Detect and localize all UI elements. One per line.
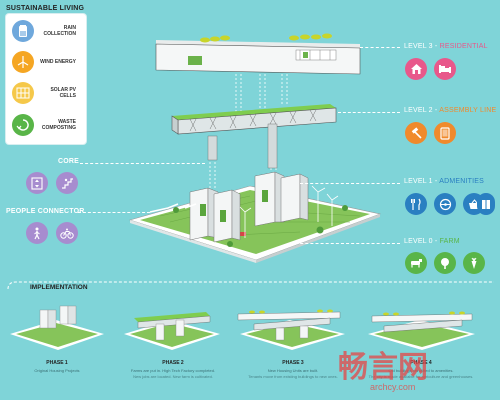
watermark-url: archcy.com [370,382,416,392]
phase-4-caption-2: The city is made available for agricultu… [368,374,474,379]
stairs-icon [56,172,78,194]
core-shaft [207,135,218,161]
level-name: RESIDENTIAL [439,43,488,50]
rain-collection-icon [12,20,34,42]
implementation-title: IMPLEMENTATION [30,284,88,291]
bed-icon [434,58,456,80]
core-shaft [267,123,278,169]
level-prefix: LEVEL 3 - [404,43,440,50]
tablet-icon [434,122,456,144]
level-2-leader [338,112,400,113]
level-3-leader [360,47,400,48]
cow-icon [405,252,427,274]
level-0-leader [290,243,400,244]
level-2-label: LEVEL 2 - ASSEMBLY LINE [404,107,496,114]
level-0-label: LEVEL 0 - FARM [404,238,460,245]
legend-label: RAIN COLLECTION [43,25,77,37]
legend-label: WIND ENERGY [40,59,76,65]
phase-2-caption-2: New jobs are located. New farm is cultiv… [133,374,213,379]
level-prefix: LEVEL 0 - [404,238,440,245]
legend-item-compost: WASTE COMPOSTING [6,110,86,140]
level-name: FARM [439,238,460,245]
steering-wheel-icon [434,193,456,215]
phase-2-title: PHASE 2 [162,360,184,366]
house-icon [405,58,427,80]
people-connector-leader [78,212,150,213]
phase-diagrams [10,305,475,350]
phase-4-diagram [368,311,475,350]
phase-1-caption: Original Housing Projects [34,368,80,373]
bicycle-icon [56,222,78,244]
phase-3-caption: New Housing Units are built. [267,368,319,373]
wind-turbine-icon [12,51,34,73]
carrot-icon [463,252,485,274]
level-2-assembly-slab [171,104,337,135]
implementation-bar [7,281,494,290]
level-3-residential-slab [155,33,361,75]
wind-turbines [239,185,339,238]
elevator-icon [26,172,48,194]
phase-3-caption-2: Tenants move from existing buildings to … [248,374,338,379]
phase-1-title: PHASE 1 [46,360,68,366]
level-name: ADMENITIES [439,178,485,185]
core-leader [80,163,205,164]
core-label: CORE [58,158,80,165]
level-3-label: LEVEL 3 - RESIDENTIAL [404,43,488,50]
people-connector-path [149,203,179,213]
legend-label: SOLAR PV CELLS [50,87,76,99]
level-1-label: LEVEL 1 - ADMENITIES [404,178,484,185]
level-prefix: LEVEL 1 - [404,178,440,185]
legend-label: WASTE COMPOSTING [41,119,76,131]
phase-2-caption: Farms are put in. High Tech Factory comp… [130,368,216,373]
phase-3-diagram [237,309,345,350]
book-icon [477,193,495,215]
level-1-leader [300,183,400,184]
walking-person-icon [26,222,48,244]
tree-icon [434,252,456,274]
people-connector-label: PEOPLE CONNECTOR [6,208,85,215]
legend-item-wind: WIND ENERGY [6,47,86,77]
phase-3-title: PHASE 3 [282,360,304,366]
legend-item-rain: RAIN COLLECTION [6,16,86,46]
level-name: ASSEMBLY LINE [439,107,497,114]
watermark-logo: 畅言网 [338,350,428,385]
phase-4-caption: Old buildings retrofitted to amenities. [388,368,454,373]
solar-panel-icon [12,82,34,104]
legend-item-solar: SOLAR PV CELLS [6,78,86,108]
housing-tower-right [254,171,309,227]
phase-2-diagram [124,312,220,350]
legend-title: SUSTAINABLE LIVING [6,5,85,12]
phase-1-diagram [10,305,104,350]
housing-tower-left [189,187,241,243]
utensils-icon [405,193,427,215]
phase-4-title: PHASE 4 [410,360,432,366]
legend-panel: RAIN COLLECTION WIND ENERGY SOLAR PV CEL… [6,14,86,144]
recycle-icon [12,114,34,136]
level-prefix: LEVEL 2 - [404,107,440,114]
hammer-icon [405,122,427,144]
building-diagram [128,33,382,263]
